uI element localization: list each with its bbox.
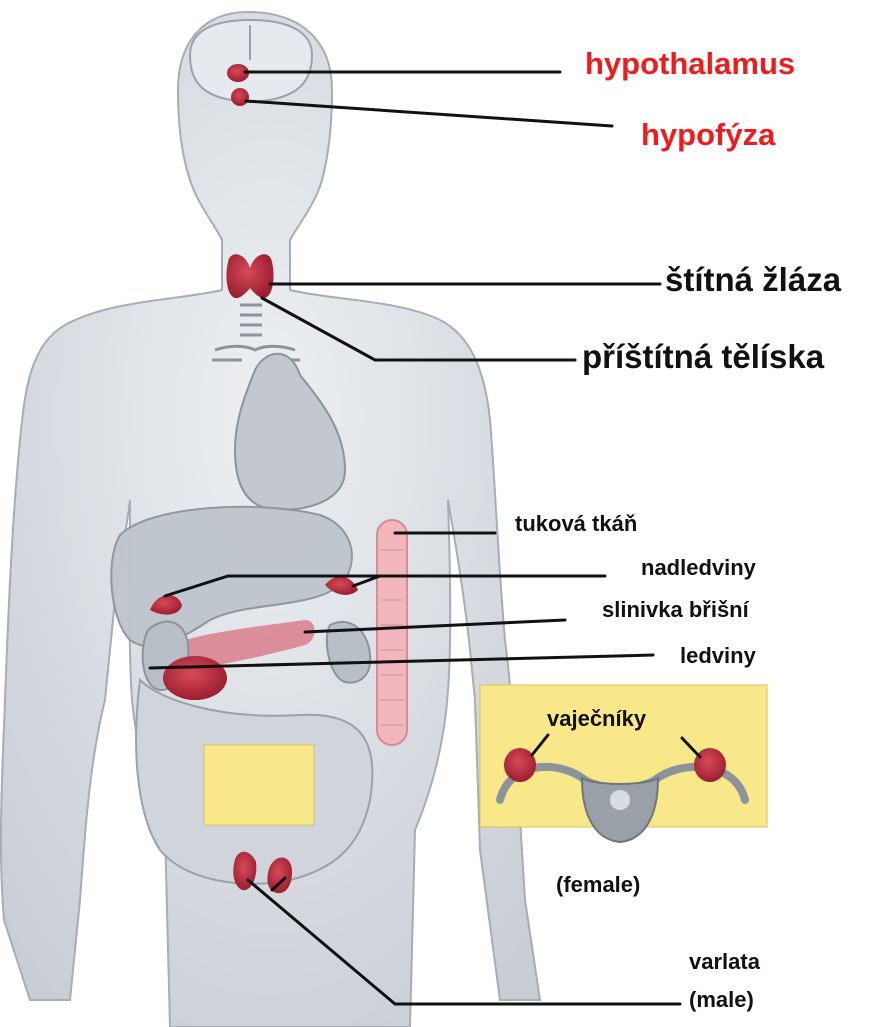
right-ovary [694, 748, 726, 782]
label-hypothalamus: hypothalamus [585, 46, 795, 82]
label-vajecniky: vaječníky [547, 706, 646, 732]
label-varlata: varlata [689, 949, 760, 975]
label-stitna-zlaza: štítná žláza [665, 261, 841, 299]
label-female: (female) [556, 872, 640, 898]
groin-cover [204, 745, 314, 825]
pituitary-gland [231, 88, 249, 106]
kidney-red [163, 656, 227, 700]
label-hypofyza: hypofýza [641, 117, 775, 153]
label-slinivka: slinivka břišní [602, 597, 749, 623]
label-nadledviny: nadledviny [641, 555, 756, 581]
label-male: (male) [689, 987, 754, 1013]
adipose-tissue [377, 520, 407, 745]
label-pristitna-teliska: příštítná tělíska [582, 338, 824, 376]
label-ledviny: ledviny [680, 643, 756, 669]
label-tukova-tkan: tuková tkáň [515, 511, 637, 537]
left-ovary [504, 748, 536, 782]
